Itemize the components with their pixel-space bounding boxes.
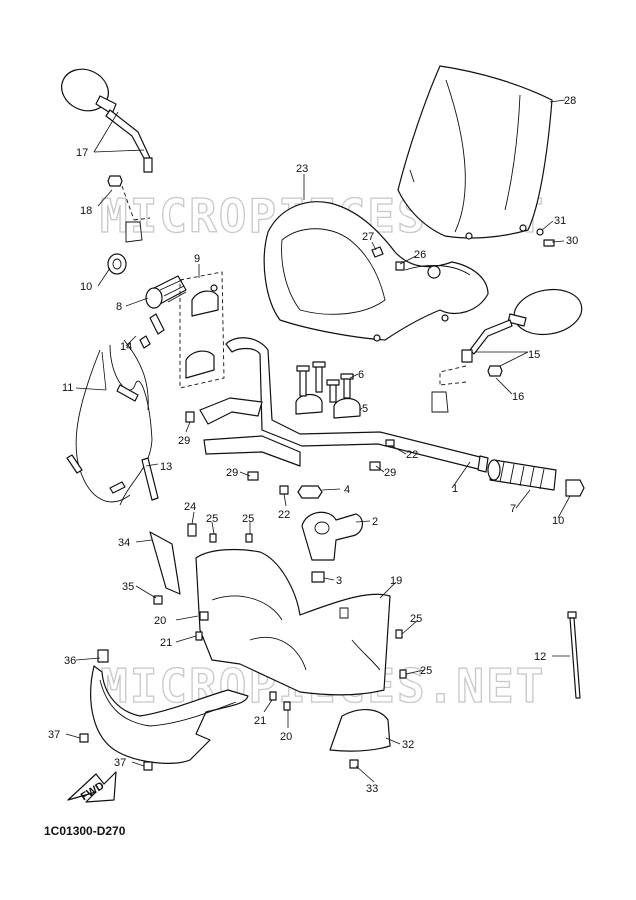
callout-9: 9 — [194, 253, 200, 265]
holder-nut — [297, 485, 323, 499]
right-grip — [487, 459, 557, 491]
holder-kit — [179, 271, 225, 389]
callout-7: 7 — [510, 503, 516, 515]
callout-12: 12 — [534, 651, 546, 663]
callout-3: 3 — [336, 575, 342, 587]
callout-27: 27 — [362, 231, 374, 243]
callout-21-b: 21 — [254, 715, 266, 727]
callout-19: 19 — [390, 575, 402, 587]
callout-35: 35 — [122, 581, 134, 593]
windshield — [397, 65, 553, 240]
left-bar-end — [107, 253, 127, 275]
callout-20-a: 20 — [154, 615, 166, 627]
small-side-panel — [149, 531, 181, 595]
callout-8: 8 — [116, 301, 122, 313]
callout-22-a: 22 — [406, 449, 418, 461]
callout-34: 34 — [118, 537, 130, 549]
callout-28: 28 — [564, 95, 576, 107]
callout-30: 30 — [566, 235, 578, 247]
side-bracket — [329, 709, 391, 752]
callout-36: 36 — [64, 655, 76, 667]
callout-25-b: 25 — [242, 513, 254, 525]
callout-15: 15 — [528, 349, 540, 361]
callout-25-d: 25 — [420, 665, 432, 677]
callout-17: 17 — [76, 147, 88, 159]
callout-14: 14 — [120, 341, 132, 353]
callout-37-b: 37 — [114, 757, 126, 769]
callout-29-a: 29 — [178, 435, 190, 447]
callout-23: 23 — [296, 163, 308, 175]
callout-31: 31 — [554, 215, 566, 227]
callout-16: 16 — [512, 391, 524, 403]
diagram-code-label: 1C01300-D270 — [44, 824, 126, 838]
right-mirror — [461, 288, 583, 363]
callout-32: 32 — [402, 739, 414, 751]
callout-33: 33 — [366, 783, 378, 795]
handlebar — [199, 337, 489, 473]
callout-37-a: 37 — [48, 729, 60, 741]
callout-2: 2 — [372, 516, 378, 528]
callout-20-b: 20 — [280, 731, 292, 743]
callout-5: 5 — [362, 403, 368, 415]
callout-29-c: 29 — [384, 467, 396, 479]
clamp-bolts — [296, 361, 354, 403]
inner-panel — [195, 548, 391, 696]
callout-13: 13 — [160, 461, 172, 473]
right-mirror-nut — [431, 365, 503, 413]
upper-holder-clamps — [295, 393, 361, 419]
callout-10-right: 10 — [552, 515, 564, 527]
lower-front-cover — [90, 649, 249, 764]
callout-10-left: 10 — [80, 281, 92, 293]
throttle-cables — [66, 339, 153, 506]
cable-clips — [139, 313, 165, 501]
callout-24: 24 — [184, 501, 196, 513]
callout-25-c: 25 — [410, 613, 422, 625]
holder-collar — [311, 571, 325, 583]
callout-25-a: 25 — [206, 513, 218, 525]
callout-labels: 17 18 28 23 31 30 27 26 9 10 8 14 11 13 … — [48, 95, 578, 795]
leader-lines — [65, 99, 571, 783]
left-mirror — [61, 68, 153, 173]
callout-26: 26 — [414, 249, 426, 261]
callout-18: 18 — [80, 205, 92, 217]
callout-21-a: 21 — [160, 637, 172, 649]
left-grip — [145, 275, 187, 309]
callout-1: 1 — [452, 483, 458, 495]
callout-22-b: 22 — [278, 509, 290, 521]
callout-6: 6 — [358, 369, 364, 381]
cable-tie — [567, 611, 581, 699]
headlight-cover — [263, 201, 489, 342]
forward-direction-arrow: FWD — [67, 771, 117, 803]
cover-fasteners — [371, 246, 405, 271]
callout-11: 11 — [62, 382, 73, 394]
windshield-screw — [536, 228, 555, 247]
left-mirror-nut — [107, 175, 151, 243]
callout-29-b: 29 — [226, 467, 238, 479]
right-bar-end — [565, 479, 585, 497]
callout-4: 4 — [344, 484, 350, 496]
small-bolts — [185, 411, 395, 495]
lower-handlebar-holder — [301, 511, 363, 561]
